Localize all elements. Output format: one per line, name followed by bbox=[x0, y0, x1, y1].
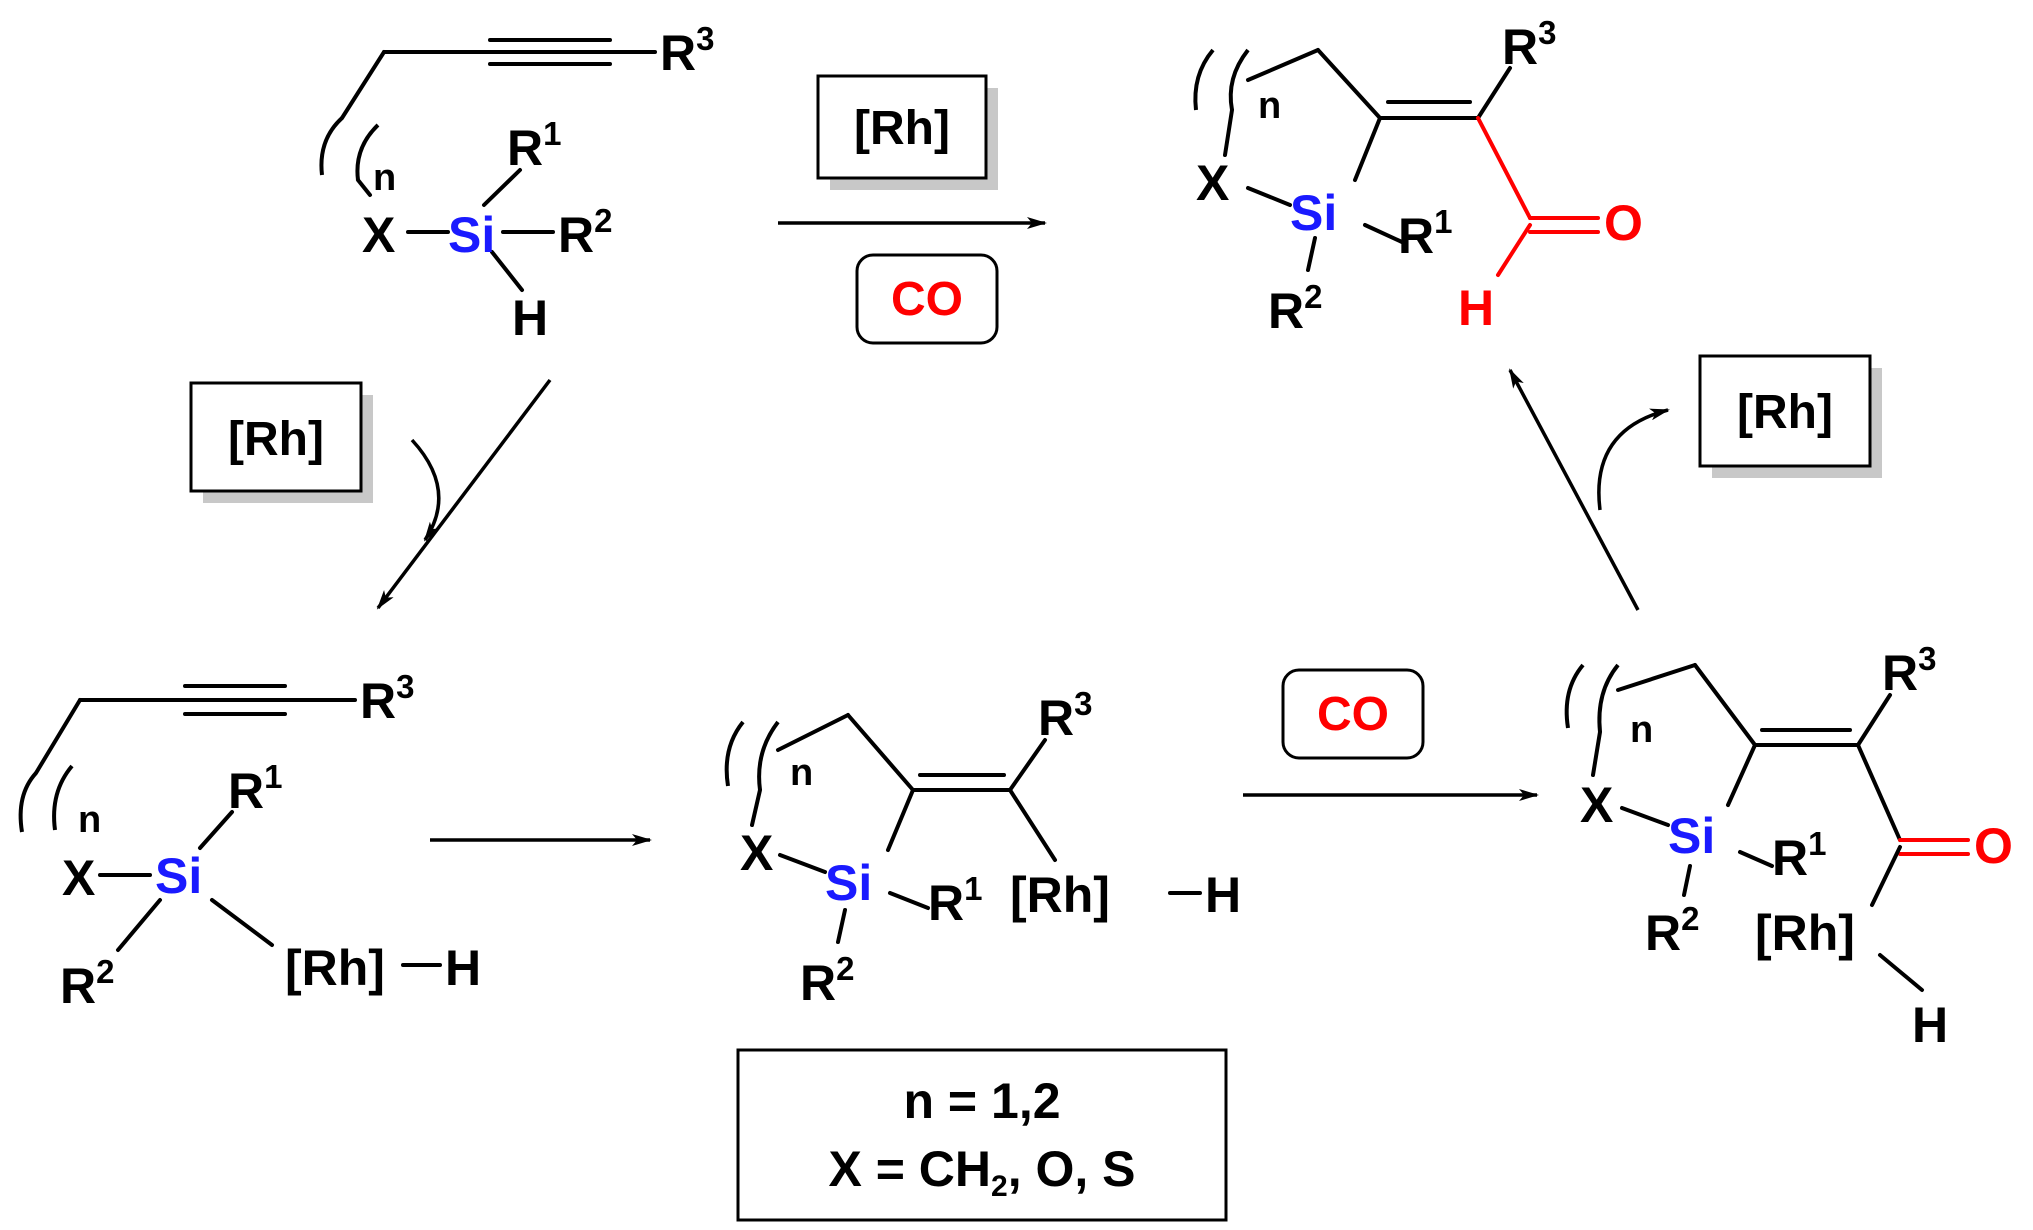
structure-vinyl-rh-hydride: X Si n R1 R2 R3 [Rh] H bbox=[724, 685, 1241, 1011]
vinyl-rh-rh: [Rh] bbox=[1010, 867, 1110, 923]
note-line-x: X = CH2, O, S bbox=[828, 1141, 1135, 1203]
step-co-insertion-arrow: CO bbox=[1243, 668, 1539, 801]
product-ring-size-n: n bbox=[1258, 85, 1281, 127]
structure-acyl-rh-hydride: X Si n R1 R2 R3 O [Rh] H bbox=[1564, 640, 2013, 1053]
atom-x: X bbox=[362, 207, 395, 263]
vinyl-rh-label-r1: R1 bbox=[928, 870, 982, 931]
rh-silyl-rh: [Rh] bbox=[285, 940, 385, 996]
substituent-note: n = 1,2 X = CH2, O, S bbox=[736, 1048, 1228, 1222]
top-reaction-arrow: [Rh] CO bbox=[778, 74, 1047, 345]
acyl-rh-atom-o: O bbox=[1974, 818, 2013, 874]
vinyl-rh-label-r3: R3 bbox=[1038, 685, 1092, 746]
label-r2: R2 bbox=[558, 202, 612, 263]
reagent-co-bottom: CO bbox=[1317, 688, 1389, 741]
rh-silyl-label-r2: R2 bbox=[60, 953, 114, 1014]
rh-silyl-label-r3: R3 bbox=[360, 668, 414, 729]
acyl-rh-atom-si: Si bbox=[1668, 808, 1715, 864]
rh-silyl-atom-si: Si bbox=[155, 848, 202, 904]
vinyl-rh-atom-x: X bbox=[740, 825, 773, 881]
vinyl-rh-atom-si: Si bbox=[825, 855, 872, 911]
rh-silyl-h: H bbox=[445, 940, 481, 996]
label-r1: R1 bbox=[507, 115, 561, 176]
step-reductive-elimination-arrow: [Rh] bbox=[1508, 354, 1882, 611]
rh-silyl-label-r1: R1 bbox=[228, 758, 282, 819]
catalyst-rh-top: [Rh] bbox=[854, 102, 950, 155]
vinyl-rh-ring-size-n: n bbox=[790, 752, 813, 794]
vinyl-rh-h: H bbox=[1205, 867, 1241, 923]
ring-size-n: n bbox=[373, 157, 396, 199]
step-oxidative-addition-arrow: [Rh] bbox=[189, 378, 552, 610]
acyl-rh-rh: [Rh] bbox=[1755, 905, 1855, 961]
catalyst-rh-left: [Rh] bbox=[228, 413, 324, 466]
product-label-r3: R3 bbox=[1502, 14, 1556, 75]
structure-rh-silyl-hydride: X Si n R1 R2 R3 [Rh] H bbox=[18, 668, 481, 1014]
product-label-r1: R1 bbox=[1398, 203, 1452, 264]
rh-silyl-ring-size-n: n bbox=[78, 799, 101, 841]
acyl-rh-label-r2: R2 bbox=[1645, 900, 1699, 961]
acyl-rh-ring-size-n: n bbox=[1630, 709, 1653, 751]
atom-si: Si bbox=[448, 207, 495, 263]
product-atom-si: Si bbox=[1290, 185, 1337, 241]
acyl-rh-h: H bbox=[1912, 997, 1948, 1053]
atom-h: H bbox=[512, 290, 548, 346]
acyl-rh-atom-x: X bbox=[1580, 777, 1613, 833]
product-label-r2: R2 bbox=[1268, 278, 1322, 339]
product-atom-h: H bbox=[1458, 280, 1494, 336]
structure-starting-silane: X Si n R1 R2 H R3 bbox=[319, 20, 714, 346]
structure-product-aldehyde: X Si n R1 R2 R3 O H bbox=[1193, 14, 1643, 339]
acyl-rh-label-r3: R3 bbox=[1882, 640, 1936, 701]
note-line-n: n = 1,2 bbox=[903, 1073, 1060, 1129]
product-atom-o: O bbox=[1604, 195, 1643, 251]
acyl-rh-label-r1: R1 bbox=[1772, 825, 1826, 886]
reagent-co-top: CO bbox=[891, 273, 963, 326]
rh-silyl-atom-x: X bbox=[62, 850, 95, 906]
product-atom-x: X bbox=[1196, 155, 1229, 211]
vinyl-rh-label-r2: R2 bbox=[800, 950, 854, 1011]
catalyst-rh-right: [Rh] bbox=[1737, 386, 1833, 439]
label-r3: R3 bbox=[660, 20, 714, 81]
